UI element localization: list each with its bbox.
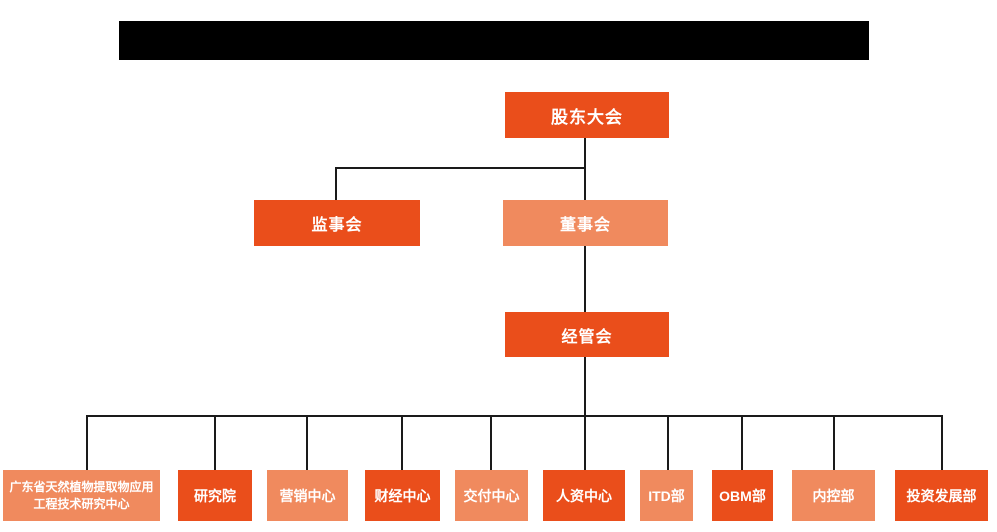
- org-node-dept-research-center: 广东省天然植物提取物应用工程技术研究中心: [3, 470, 160, 521]
- org-node-label: 营销中心: [279, 487, 336, 504]
- connector-drop-obm-dept: [741, 415, 743, 470]
- redacted-title-bar: [119, 21, 869, 60]
- connector-drop-itd-dept: [667, 415, 669, 470]
- connector-drop-research-institute: [214, 415, 216, 470]
- connector-board-to-management: [584, 246, 586, 312]
- org-node-dept-marketing-center: 营销中心: [267, 470, 348, 521]
- org-node-supervisory-board: 监事会: [254, 200, 420, 246]
- connector-drop-delivery-center: [490, 415, 492, 470]
- org-node-label: 内控部: [812, 487, 855, 504]
- org-node-label: 经管会: [561, 328, 613, 346]
- org-node-dept-itd: ITD部: [640, 470, 693, 521]
- org-node-shareholders-meeting: 股东大会: [505, 92, 669, 138]
- org-node-label: 董事会: [559, 217, 611, 234]
- connector-departments-bus: [86, 415, 943, 417]
- org-node-label: 财经中心: [374, 487, 431, 504]
- connector-drop-internal-control-dept: [833, 415, 835, 470]
- connector-to-supervisory-board: [335, 167, 337, 200]
- org-node-label: 股东大会: [551, 107, 623, 127]
- org-node-label: 研究院: [194, 487, 236, 504]
- org-node-dept-research-institute: 研究院: [178, 470, 252, 521]
- org-node-label: 交付中心: [463, 487, 520, 504]
- org-node-label: 投资发展部: [906, 487, 977, 504]
- org-node-management-committee: 经管会: [505, 312, 669, 357]
- connector-drop-investment-dev-dept: [941, 415, 943, 470]
- connector-level2-horizontal: [335, 167, 586, 169]
- org-node-dept-finance-center: 财经中心: [365, 470, 440, 521]
- org-node-dept-investment-development: 投资发展部: [895, 470, 988, 521]
- org-node-dept-hr-center: 人资中心: [543, 470, 625, 521]
- org-node-label: ITD部: [648, 487, 685, 504]
- org-node-dept-obm: OBM部: [712, 470, 773, 521]
- org-node-label: 人资中心: [556, 487, 612, 504]
- org-node-dept-delivery-center: 交付中心: [455, 470, 528, 521]
- org-node-dept-internal-control: 内控部: [792, 470, 875, 521]
- org-node-label: 监事会: [311, 217, 363, 234]
- connector-management-to-bus: [584, 357, 586, 470]
- org-node-board-of-directors: 董事会: [503, 200, 668, 246]
- org-node-label: OBM部: [719, 487, 766, 504]
- connector-drop-marketing-center: [306, 415, 308, 470]
- connector-drop-finance-center: [401, 415, 403, 470]
- connector-drop-research-center: [86, 415, 88, 470]
- org-node-label: 广东省天然植物提取物应用工程技术研究中心: [9, 480, 154, 511]
